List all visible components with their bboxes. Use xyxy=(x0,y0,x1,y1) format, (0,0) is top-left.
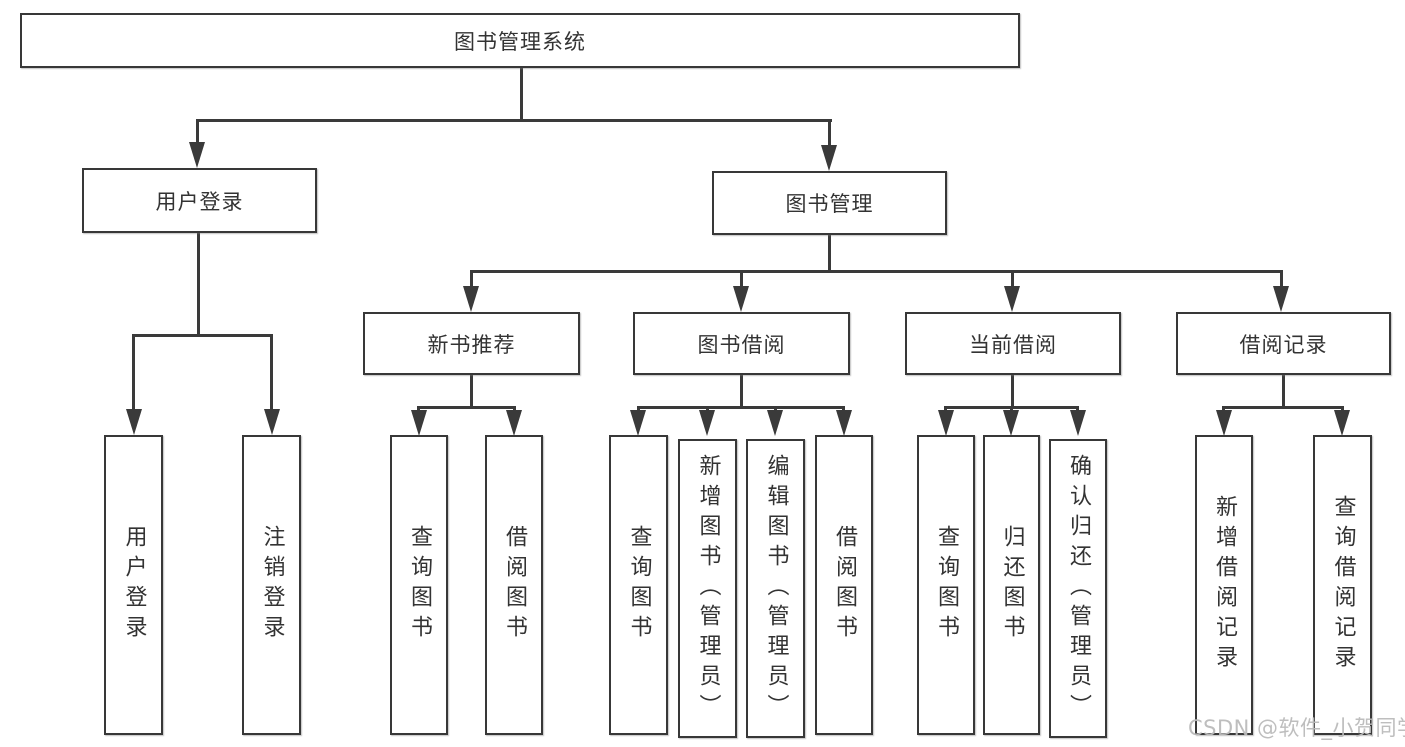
leaf-label: 查询借阅记录 xyxy=(1330,495,1356,675)
connector-drop-leaf-login xyxy=(132,334,135,412)
leaf-edit-book-admin: 编辑图书（管理员） xyxy=(746,439,805,738)
arrowhead-leaf-logout xyxy=(264,409,280,435)
node-library-management-system: 图书管理系统 xyxy=(20,13,1020,68)
leaf-label: 查询图书 xyxy=(407,525,432,645)
node-user-login: 用户登录 xyxy=(82,168,317,233)
csdn-watermark: CSDN @软件_小贺同学 xyxy=(1188,716,1405,740)
node-book-borrowing: 图书借阅 xyxy=(633,312,850,375)
leaf-borrow-books-recommend: 借阅图书 xyxy=(485,435,543,735)
arrowhead-leaf xyxy=(699,410,715,436)
arrowhead-leaf xyxy=(1216,410,1232,436)
arrowhead-leaf xyxy=(1003,410,1019,436)
arrowhead-current-borrow xyxy=(1004,286,1020,312)
node-label: 当前借阅 xyxy=(969,332,1057,357)
leaf-user-login: 用户登录 xyxy=(104,435,163,735)
leaf-label: 借阅图书 xyxy=(832,525,857,645)
arrowhead-leaf xyxy=(506,410,522,436)
connector-bookborrow-stem xyxy=(740,375,743,409)
connector-bookmgmt-bar xyxy=(470,270,1283,273)
arrowhead-leaf xyxy=(938,410,954,436)
leaf-add-borrow-record: 新增借阅记录 xyxy=(1195,435,1253,735)
connector-userlogin-stem xyxy=(197,233,200,337)
connector-bookborrow-bar xyxy=(637,406,845,409)
connector-drop-leaf-logout xyxy=(270,334,273,412)
leaf-query-books-borrow: 查询图书 xyxy=(609,435,668,735)
leaf-confirm-return-admin: 确认归还（管理员） xyxy=(1049,439,1107,738)
leaf-label: 借阅图书 xyxy=(502,525,527,645)
connector-userlogin-bar xyxy=(132,334,273,337)
connector-bookmgmt-stem xyxy=(828,235,831,273)
connector-newbooks-stem xyxy=(470,375,473,409)
arrowhead-leaf xyxy=(630,410,646,436)
connector-drop-book-borrow xyxy=(740,270,743,288)
leaf-label: 查询图书 xyxy=(626,525,652,645)
connector-currentborrow-stem xyxy=(1011,375,1014,409)
connector-drop-new-books xyxy=(470,270,473,288)
connector-root-bar xyxy=(196,119,832,122)
connector-drop-current-borrow xyxy=(1011,270,1014,288)
connector-drop-borrow-records xyxy=(1280,270,1283,288)
leaf-label: 确认归还（管理员） xyxy=(1066,453,1091,724)
leaf-label: 注销登录 xyxy=(259,525,285,645)
leaf-return-book: 归还图书 xyxy=(983,435,1040,735)
leaf-query-borrow-record: 查询借阅记录 xyxy=(1313,435,1372,735)
node-label: 图书借阅 xyxy=(697,332,786,357)
arrowhead-new-books xyxy=(463,286,479,312)
leaf-add-book-admin: 新增图书（管理员） xyxy=(678,439,737,738)
node-label: 图书管理系统 xyxy=(454,29,586,54)
leaf-label: 新增图书（管理员） xyxy=(695,453,721,724)
leaf-label: 归还图书 xyxy=(999,525,1025,645)
node-label: 借阅记录 xyxy=(1239,332,1328,357)
arrowhead-leaf xyxy=(1334,410,1350,436)
leaf-label: 用户登录 xyxy=(121,525,147,645)
leaf-label: 查询图书 xyxy=(934,525,959,645)
arrowhead-leaf xyxy=(767,410,783,436)
arrowhead-leaf xyxy=(1070,410,1086,436)
leaf-borrow-books: 借阅图书 xyxy=(815,435,873,735)
arrowhead-leaf-login xyxy=(126,409,142,435)
leaf-label: 编辑图书（管理员） xyxy=(763,453,789,724)
connector-drop-user-login xyxy=(196,119,199,144)
arrowhead-leaf xyxy=(411,410,427,436)
node-label: 图书管理 xyxy=(785,192,874,216)
node-new-book-recommendation: 新书推荐 xyxy=(363,312,580,375)
arrowhead-borrow-records xyxy=(1273,286,1289,312)
leaf-query-books-recommend: 查询图书 xyxy=(390,435,448,735)
arrowhead-user-login xyxy=(189,142,205,168)
leaf-logout: 注销登录 xyxy=(242,435,301,735)
connector-root-stem xyxy=(520,68,523,122)
arrowhead-book-borrow xyxy=(733,286,749,312)
node-current-borrowing: 当前借阅 xyxy=(905,312,1121,375)
node-book-management: 图书管理 xyxy=(712,171,947,235)
connector-records-stem xyxy=(1282,375,1285,409)
node-label: 新书推荐 xyxy=(427,332,516,357)
node-borrowing-records: 借阅记录 xyxy=(1176,312,1391,375)
connector-records-bar xyxy=(1222,406,1343,409)
node-label: 用户登录 xyxy=(155,189,244,214)
connector-newbooks-bar xyxy=(417,406,516,409)
arrowhead-book-mgmt xyxy=(821,145,837,171)
leaf-query-books-current: 查询图书 xyxy=(917,435,975,735)
leaf-label: 新增借阅记录 xyxy=(1212,495,1237,675)
arrowhead-leaf xyxy=(836,410,852,436)
connector-drop-book-mgmt xyxy=(828,119,831,147)
